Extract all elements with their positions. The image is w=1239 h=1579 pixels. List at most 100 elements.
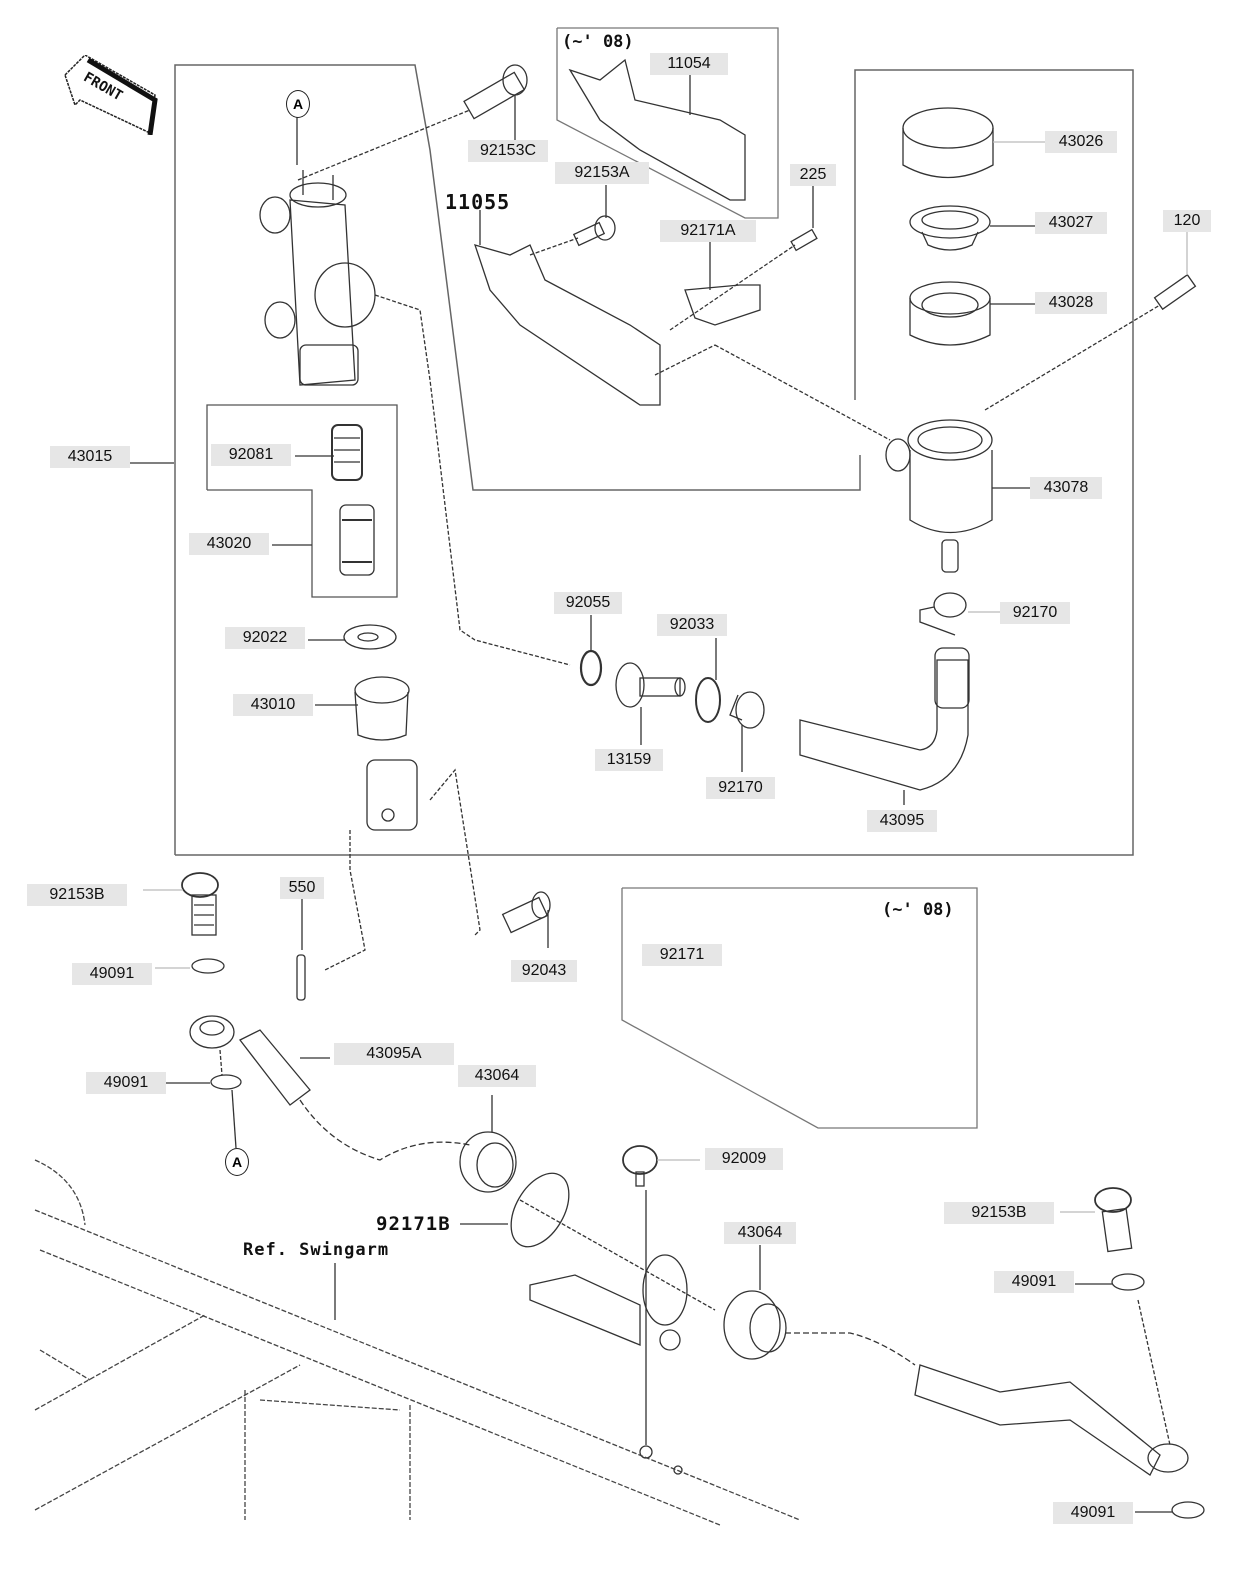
part-label-92043[interactable]: 92043 [511,960,577,982]
part-label-92009[interactable]: 92009 [705,1148,783,1170]
part-label-92153b-right[interactable]: 92153B [944,1202,1054,1224]
part-label-49091-a[interactable]: 49091 [72,963,152,985]
part-label-92055[interactable]: 92055 [554,592,622,614]
reservoir-mount-axis-2 [714,344,891,441]
leader-92153c [297,109,471,181]
push-rod-43010 [354,676,418,831]
mount-hole-2 [673,1465,683,1475]
part-label-13159[interactable]: 13159 [595,749,663,771]
grommet-43064-a [459,1131,517,1193]
part-label-92153c[interactable]: 92153C [468,140,548,162]
leader-120-axis [984,304,1161,411]
part-label-43028[interactable]: 43028 [1035,292,1107,314]
reference-circle-a-bottom: A [225,1148,249,1176]
leader-a-bottom [231,1089,237,1149]
cotter-pin-550 [296,954,306,1001]
part-label-92171a[interactable]: 92171A [660,220,756,242]
hose-right [914,1364,1161,1476]
bolt-92153c [463,64,528,120]
washer-49091-d [1171,1501,1205,1519]
hose-43095 [799,659,969,791]
banjo-fitting-left [189,1015,235,1049]
bracket-92171b [510,1172,688,1351]
master-cylinder-assembly-frame [174,64,1134,856]
part-label-43064-b[interactable]: 43064 [724,1222,796,1244]
leader-bracket-axis [519,1199,716,1311]
part-label-92033[interactable]: 92033 [657,614,727,636]
clamp-92170-lower [729,691,765,729]
clevis-pin-92043 [501,891,551,934]
o-ring-92055 [579,649,603,687]
piston-43020 [339,504,375,576]
clamp-92171a [684,284,761,326]
bolt-92009 [622,1145,658,1187]
master-cylinder-body [259,170,376,386]
bracket-11055-label: 11055 [445,190,511,214]
bracket-11054 [568,58,746,201]
leader-clevis-axis [429,768,481,936]
part-label-43026[interactable]: 43026 [1045,131,1117,153]
bracket-92171b-label: 92171B [376,1213,451,1235]
reservoir-cap-43026 [902,107,994,179]
part-label-550[interactable]: 550 [280,877,324,899]
part-label-49091-d[interactable]: 49091 [1053,1502,1133,1524]
hose-43095-nipple [934,647,970,709]
hose-43095a [239,1029,311,1106]
upper-inset-note: (~' 08) [562,32,634,52]
part-label-43095a[interactable]: 43095A [334,1043,454,1065]
piston-kit-frame [206,404,398,598]
washer-49091-c [1111,1273,1145,1291]
reservoir-43078 [885,419,993,573]
diaphragm-plate-43027 [909,205,991,251]
part-label-43010[interactable]: 43010 [233,694,313,716]
part-label-92171[interactable]: 92171 [642,944,722,966]
upper-inset-frame [556,27,779,219]
brake-hose-line-2 [785,1332,916,1366]
lower-inset-note: (~' 08) [882,900,954,920]
spring-92081 [331,424,363,481]
grommet-43064-b [723,1290,787,1360]
part-label-92170-lower[interactable]: 92170 [706,777,775,799]
part-label-92153a[interactable]: 92153A [555,162,649,184]
part-label-43095[interactable]: 43095 [867,810,937,832]
part-label-92153b-left[interactable]: 92153B [27,884,127,906]
ring-92033 [695,677,721,723]
part-label-120[interactable]: 120 [1163,210,1211,232]
leader-banjo-axis [219,1049,223,1076]
front-direction-arrow-icon: FRONT [64,55,158,135]
fitting-13159 [615,662,686,708]
banjo-bolt-92153b-left [181,872,219,936]
seal-92022 [343,624,397,650]
part-label-92022[interactable]: 92022 [225,627,305,649]
part-label-49091-b[interactable]: 49091 [86,1072,166,1094]
washer-49091-a [191,958,225,974]
leader-right-banjo-axis [1137,1299,1171,1446]
diaphragm-43028 [909,281,991,346]
leader-225-axis [669,244,796,331]
washer-49091-b [210,1074,242,1090]
clamp-92170-upper [919,592,967,636]
part-label-43027[interactable]: 43027 [1035,212,1107,234]
part-label-11054[interactable]: 11054 [650,53,728,75]
screw-120 [1153,273,1197,311]
swingarm-outline [34,1159,801,1526]
part-label-92170-upper[interactable]: 92170 [1000,602,1070,624]
part-label-92081[interactable]: 92081 [211,444,291,466]
banjo-fitting-right [1147,1443,1189,1473]
ref-swingarm-label: Ref. Swingarm [243,1240,390,1260]
part-label-43020[interactable]: 43020 [189,533,269,555]
leader-92153a-axis [529,237,579,256]
leader-feed-line [374,294,571,666]
part-label-43064-a[interactable]: 43064 [458,1065,536,1087]
bracket-11055 [473,244,661,406]
reference-circle-a-top: A [286,90,310,118]
part-label-43078[interactable]: 43078 [1030,477,1102,499]
reservoir-mount-axis [654,344,716,376]
part-label-225[interactable]: 225 [790,164,836,186]
banjo-bolt-92153b-right [1094,1187,1133,1253]
part-label-49091-c[interactable]: 49091 [994,1271,1074,1293]
brake-hose-line [299,1099,471,1161]
part-label-43015[interactable]: 43015 [50,446,130,468]
screw-92153a [572,215,616,247]
